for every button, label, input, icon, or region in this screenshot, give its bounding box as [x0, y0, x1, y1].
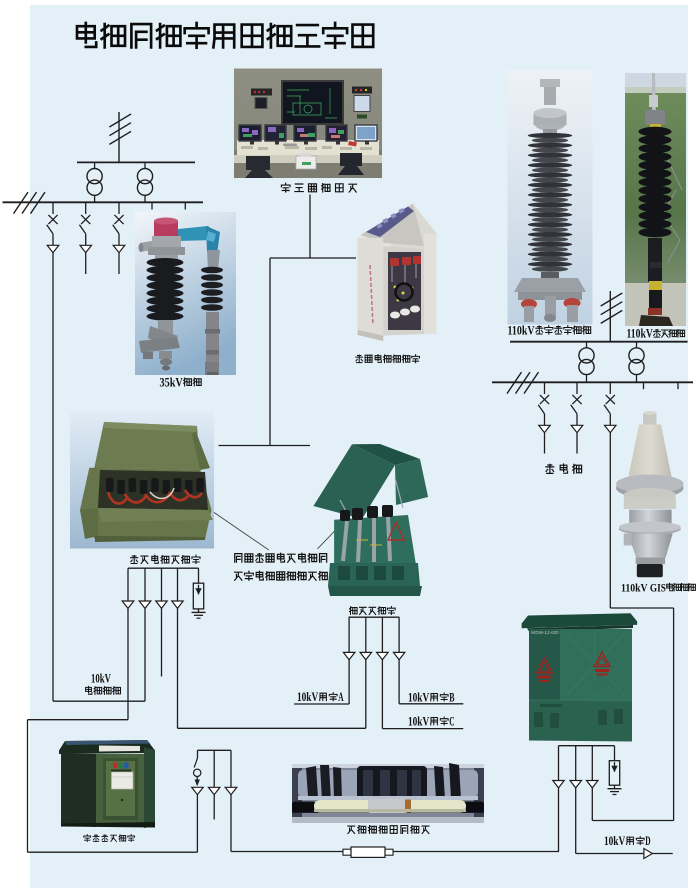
svg-text:A: A: [338, 690, 343, 704]
svg-text:35kV: 35kV: [160, 376, 184, 390]
svg-text:10kV: 10kV: [297, 690, 318, 704]
svg-text:GIS: GIS: [650, 580, 666, 594]
svg-text:10kV: 10kV: [91, 671, 111, 685]
svg-text:110kV: 110kV: [621, 580, 648, 594]
svg-text:D: D: [645, 834, 650, 848]
svg-text:10kV: 10kV: [408, 714, 429, 728]
svg-text:B: B: [449, 690, 454, 704]
svg-text:110kV: 110kV: [508, 324, 536, 338]
svg-text:C: C: [449, 714, 454, 728]
svg-text:10kV: 10kV: [604, 834, 625, 848]
svg-text:10kV: 10kV: [408, 690, 429, 704]
svg-text:110kV: 110kV: [627, 327, 654, 341]
svg-text:WDW-12-630: WDW-12-630: [531, 630, 559, 635]
